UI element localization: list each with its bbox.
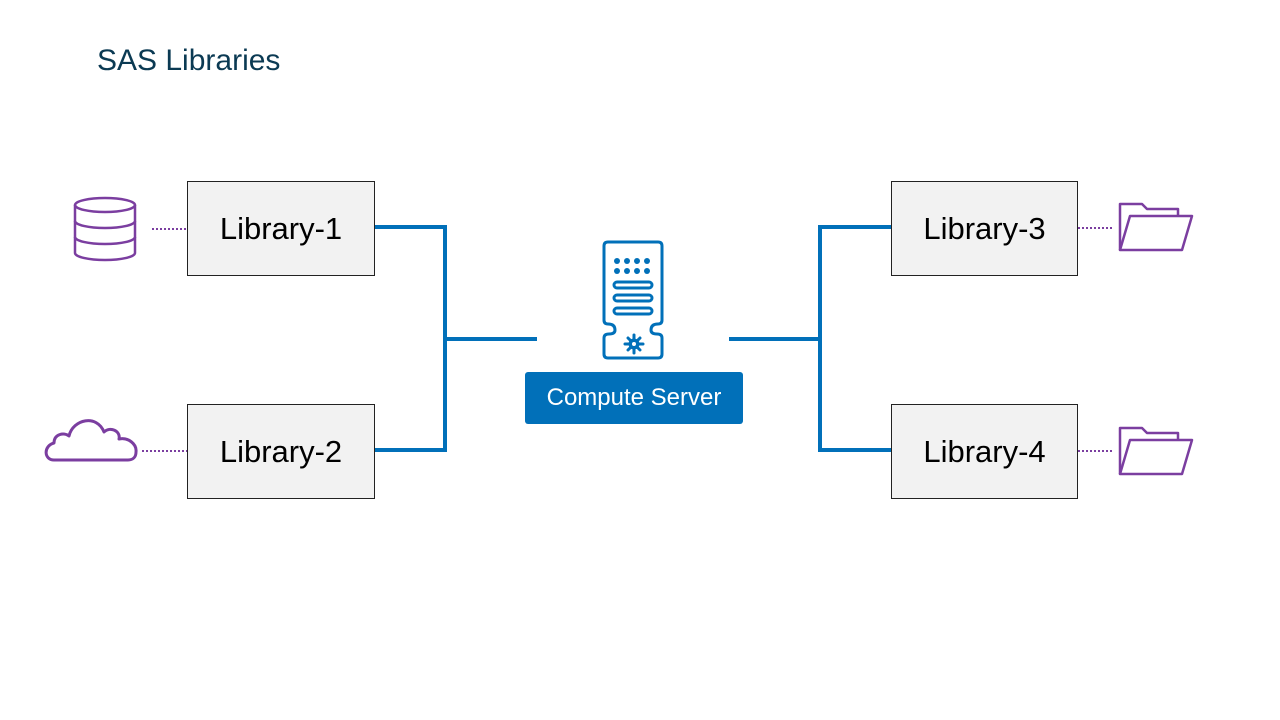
connector-library-3 [818, 225, 891, 339]
folder-icon [1118, 202, 1194, 252]
slide-title: SAS Libraries [97, 44, 281, 77]
library-4-box: Library-4 [891, 404, 1078, 499]
connector-library-4 [818, 339, 891, 452]
library-3-box: Library-3 [891, 181, 1078, 276]
compute-server-label: Compute Server [525, 372, 743, 424]
folder-icon [1118, 426, 1194, 476]
library-2-box: Library-2 [187, 404, 375, 499]
database-icon [73, 196, 137, 262]
library-1-box: Library-1 [187, 181, 375, 276]
connector-library-1 [375, 225, 447, 339]
cloud-icon [44, 419, 138, 462]
connector-library-2 [375, 339, 447, 452]
server-icon [602, 240, 664, 360]
